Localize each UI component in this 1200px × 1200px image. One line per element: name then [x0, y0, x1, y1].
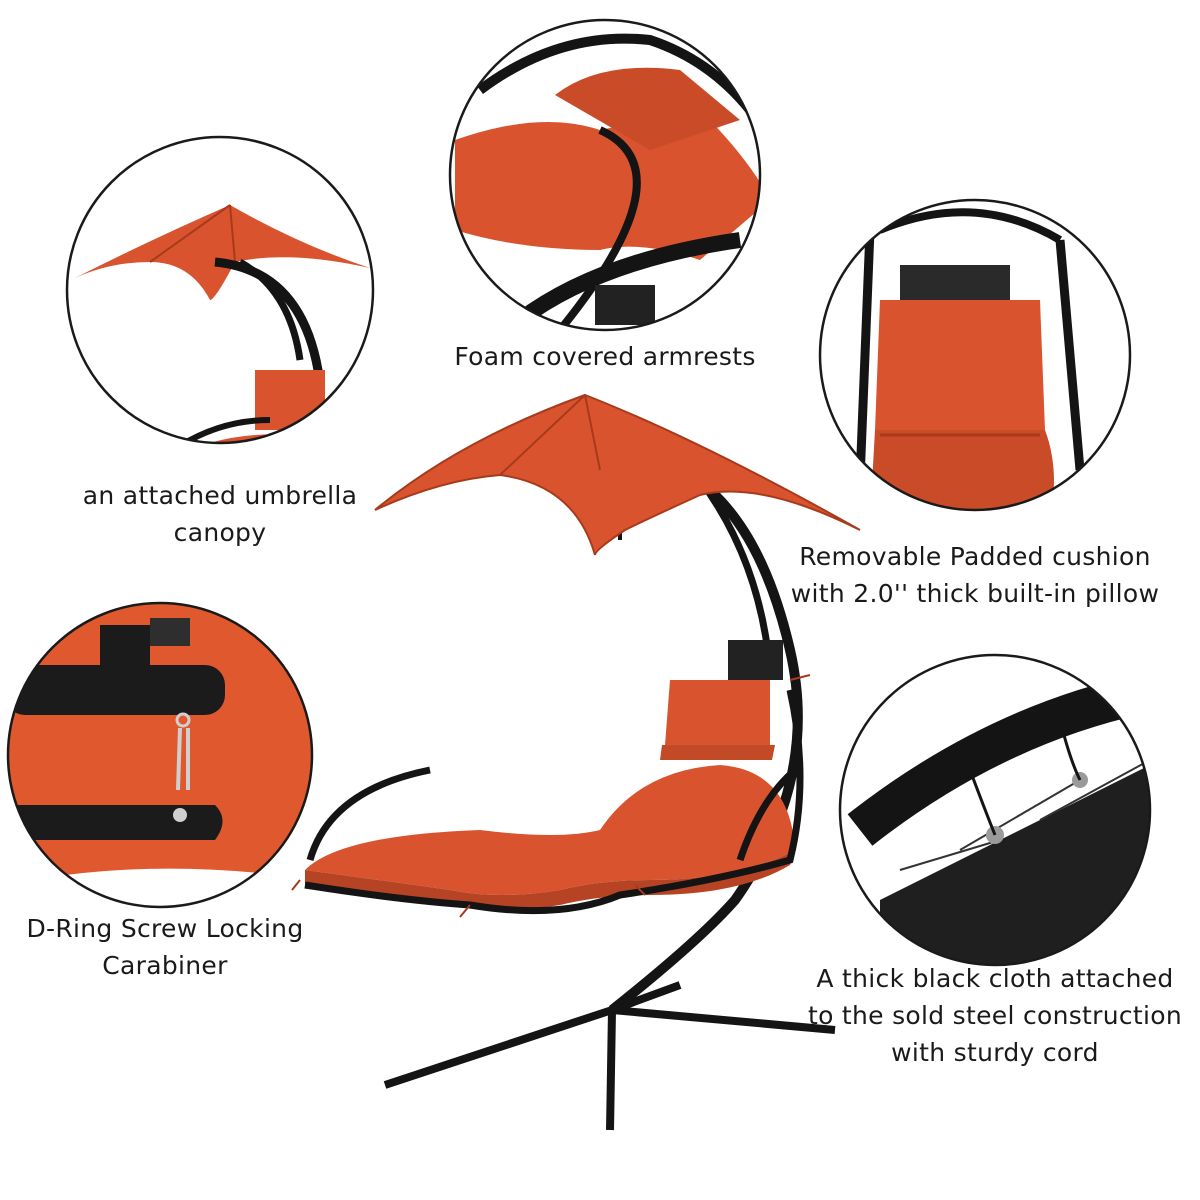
pillow-closeup	[818, 198, 1132, 512]
umbrella-canopy-closeup	[65, 135, 375, 445]
caption-cushion: Removable Padded cushion with 2.0'' thic…	[790, 542, 1160, 608]
caption-cloth: A thick black cloth attached to the sold…	[807, 964, 1183, 1067]
armrest-closeup	[448, 18, 762, 332]
caption-carabiner: D-Ring Screw Locking Carabiner	[26, 914, 304, 980]
caption-armrests: Foam covered armrests	[454, 342, 756, 371]
carabiner-closeup	[6, 601, 314, 909]
hanging-lounger	[291, 393, 861, 1131]
cord-closeup	[838, 653, 1152, 967]
caption-umbrella: an attached umbrella canopy	[82, 481, 358, 547]
